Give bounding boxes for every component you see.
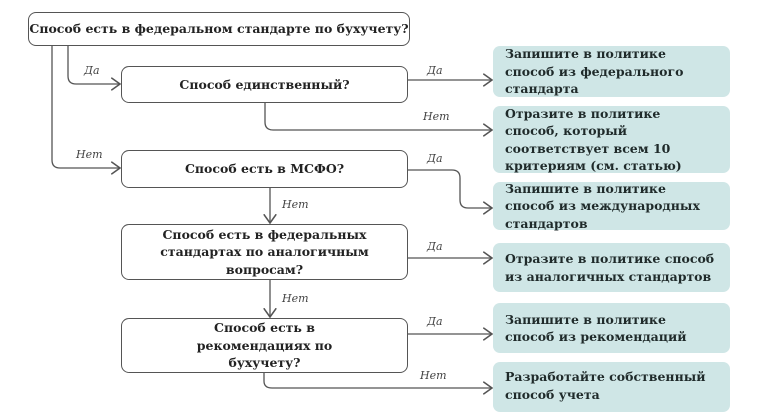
answer-5: Запишите в политике способ из рекомендац… [493,303,730,353]
label-no: Нет [282,292,309,305]
q1-no-arrow [51,45,120,168]
label-yes: Да [427,315,443,328]
label-yes: Да [84,64,100,77]
connector-lines [51,45,760,400]
answer-4: Отразите в политике способ из аналогичны… [493,243,730,292]
label-no: Нет [76,148,103,161]
question-2: Способ единственный? [121,66,408,103]
label-no: Нет [420,369,447,382]
question-4: Способ есть в федеральных стандартах по … [121,224,408,280]
label-no: Нет [282,198,309,211]
label-yes: Да [427,152,443,165]
answer-3: Запишите в политике способ из международ… [493,181,730,231]
label-yes: Да [427,64,443,77]
q3-yes-arrow [408,169,492,208]
question-5: Способ есть в рекомендациях по бухучету? [121,318,408,373]
question-1: Способ есть в федеральном стандарте по б… [28,12,410,46]
answer-6: Разработайте собственный способ учета [493,362,730,412]
q2-no-arrow [264,103,492,130]
answer-1: Запишите в политике способ из федерально… [493,46,730,97]
question-3: Способ есть в МСФО? [121,150,408,188]
q1-yes-arrow [67,45,120,84]
label-yes: Да [427,240,443,253]
label-no: Нет [423,110,450,123]
answer-2: Отразите в политике способ, который соот… [493,106,730,173]
q5-no-arrow [263,373,492,388]
